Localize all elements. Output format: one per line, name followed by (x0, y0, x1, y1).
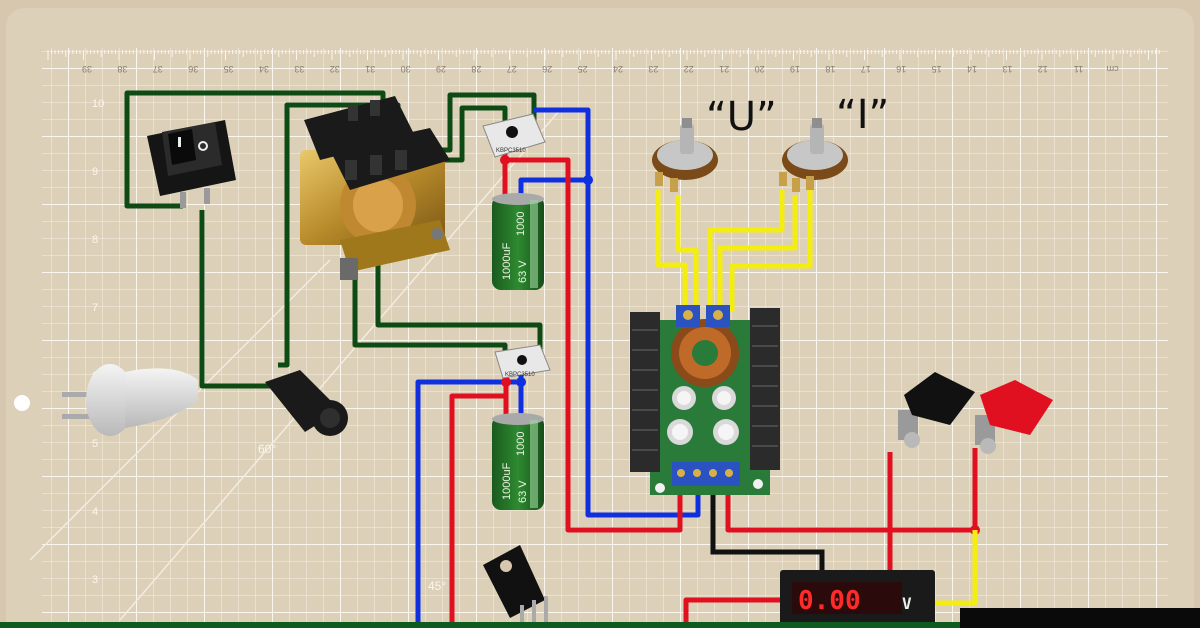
ruler-top-number: 11 (1074, 64, 1083, 74)
label-i: “I” (836, 92, 889, 138)
ruler-top-number: 14 (967, 64, 977, 74)
svg-text:1000uF: 1000uF (501, 462, 513, 500)
ruler-top: 39 38 37 36 35 34 33 32 31 30 29 28 27 26 25 24 23 22 21 20… (47, 50, 1160, 74)
ruler-top-number: cm (1107, 64, 1119, 74)
ruler-top-number: 28 (471, 64, 481, 74)
ruler-top-number: 13 (1002, 64, 1012, 74)
ruler-left-number: 10 (92, 98, 104, 110)
svg-text:63 V: 63 V (517, 480, 529, 503)
svg-text:KBPC3510: KBPC3510 (505, 372, 535, 378)
ruler-top-number: 26 (542, 64, 552, 74)
junction-dot (501, 377, 511, 387)
ruler-top-number: 35 (224, 64, 234, 74)
ruler-top-number: 20 (755, 64, 765, 74)
ruler-top-number: 24 (613, 64, 623, 74)
mat-hole (14, 395, 30, 411)
svg-text:63 V: 63 V (517, 260, 529, 283)
ruler-top-number: 34 (259, 64, 269, 74)
ruler-top-number: 39 (82, 64, 92, 74)
ruler-top-number: 30 (401, 64, 411, 74)
ruler-top-number: 31 (365, 64, 375, 74)
ruler-top-number: 21 (719, 64, 729, 74)
fuse-holder (265, 370, 348, 436)
ruler-top-number: 27 (507, 64, 517, 74)
meter-unit: V (902, 594, 912, 613)
ruler-top-number: 19 (790, 64, 800, 74)
ruler-top-number: 32 (330, 64, 340, 74)
svg-text:1000: 1000 (515, 432, 527, 456)
diagonal-guide (119, 109, 561, 621)
svg-text:1000: 1000 (515, 212, 527, 236)
ruler-top-number: 23 (648, 64, 658, 74)
rocker-switch (147, 120, 236, 208)
ruler-top-number: 25 (578, 64, 588, 74)
bottom-bar (0, 622, 1200, 628)
ruler-top-number: 29 (436, 64, 446, 74)
potentiometer-u (652, 118, 718, 192)
ruler-top-number: 37 (153, 64, 163, 74)
ruler-left-number: 9 (92, 166, 98, 178)
svg-text:KBPC3510: KBPC3510 (496, 148, 526, 154)
junction-dot (516, 377, 526, 387)
ruler-top-number: 15 (932, 64, 942, 74)
svg-text:1000uF: 1000uF (501, 242, 513, 280)
terminal-black (898, 372, 975, 448)
bottom-corner-block (960, 608, 1200, 628)
ruler-top-number: 17 (861, 64, 871, 74)
ruler-top-number: 33 (294, 64, 304, 74)
volt-amp-meter: 0.00 V 0.00 (780, 570, 935, 628)
ruler-top-number: 16 (896, 64, 906, 74)
power-plug (62, 364, 198, 436)
ruler-top-number: 38 (117, 64, 127, 74)
ruler-left-number: 3 (92, 574, 98, 586)
potentiometer-i (779, 118, 848, 192)
bridge-rectifier-top: KBPC3510 (482, 113, 546, 158)
ruler-left-number: 5 (92, 438, 98, 450)
transformer (300, 96, 450, 280)
junction-dot (583, 175, 593, 185)
transistor (483, 545, 548, 628)
ruler-top-number: 12 (1038, 64, 1048, 74)
ruler-top-number: 36 (188, 64, 198, 74)
wire-black (710, 492, 825, 575)
capacitor-bottom: 1000uF 1000 63 V (492, 413, 544, 510)
ruler-top-number: 22 (684, 64, 694, 74)
terminal-red (975, 380, 1053, 454)
bridge-rectifier-bottom: KBPC3510 (494, 344, 551, 379)
meter-reading: 0.00 (798, 586, 861, 616)
ruler-left-number: 8 (92, 234, 98, 246)
ruler-left-number: 7 (92, 302, 98, 314)
junction-dot (500, 155, 510, 165)
buck-converter-module (630, 305, 780, 495)
wires-yellow (655, 190, 978, 606)
ruler-left-number: 4 (92, 506, 98, 518)
ruler-top-number: 18 (825, 64, 835, 74)
label-u: “U” (706, 94, 777, 140)
angle-label-45: 45° (428, 579, 446, 593)
angle-label-60: 60° (258, 442, 276, 456)
capacitor-top: 1000uF 1000 63 V (492, 193, 544, 290)
